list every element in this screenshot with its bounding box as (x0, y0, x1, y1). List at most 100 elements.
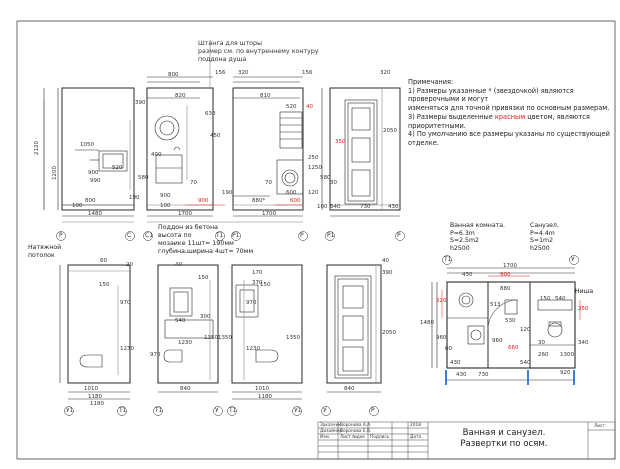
dim-value: 260 (538, 352, 549, 358)
axis-label: C1 (145, 232, 154, 239)
dim-value: 390 (382, 270, 393, 276)
dim-value: 60 (445, 346, 452, 352)
stretch-ceiling-label: Натяжной потолок (28, 244, 61, 259)
tb-role: Дизайнер (320, 429, 343, 434)
dim-value: 1480 (420, 320, 434, 326)
dim-value: 1350 (286, 335, 300, 341)
dim-value: 580 (138, 175, 149, 181)
dim-value: 430 (462, 272, 473, 278)
notes-line: приоритетными. (408, 121, 466, 130)
dim-value: 150 (260, 282, 271, 288)
dim-value-red: 350 (335, 139, 346, 145)
dim-value: 60 (100, 258, 107, 264)
note-line: Штанга для шторы (198, 40, 262, 47)
dim-value: 2120 (34, 141, 40, 155)
dim-value: 100 (160, 203, 171, 209)
dim-value: 810 (260, 93, 271, 99)
dim-value: 1180 (258, 394, 272, 400)
dim-value: 990 (90, 178, 101, 184)
dim-value: 190 (129, 195, 140, 201)
tb-year: 2018 (410, 423, 421, 428)
elevation-bottom-3 (231, 264, 303, 400)
dim-value: 540 (520, 360, 531, 366)
notes-red-word: красным (494, 112, 526, 121)
dim-value: 20 (126, 262, 133, 268)
title-line: Ванная и санузел. (462, 428, 546, 438)
dim-value: 520 (112, 165, 123, 171)
elevation-bottom-4-door (326, 264, 382, 393)
label-line: потолок (28, 251, 55, 259)
dim-value: 970 (150, 352, 161, 358)
axis-label: У (215, 407, 219, 414)
dim-value: 880 (500, 286, 511, 292)
dim-value: 540 (555, 296, 566, 302)
elevation-bottom-2 (157, 264, 219, 393)
dim-value: 1480 (88, 211, 102, 217)
dim-value: 1010 (84, 386, 98, 392)
notes-line-part: цветом, являются (525, 112, 590, 121)
dim-value: 970 (246, 300, 257, 306)
axis-label: T1 (119, 407, 127, 414)
axis-markers (56, 231, 579, 416)
axis-label: T1 (229, 407, 237, 414)
dim-value-red: 600 (290, 198, 301, 204)
tb-date: Дата (410, 435, 422, 440)
dim-value: 1230 (120, 346, 134, 352)
dim-value: 1180 (88, 394, 102, 400)
elevation-top-3 (232, 76, 304, 217)
dim-value: 970 (120, 300, 131, 306)
dim-value: 40 (382, 258, 389, 264)
notes-heading: Примечания: (408, 78, 454, 86)
note-line: Поддон из бетона (158, 224, 218, 231)
axis-label: У1 (294, 407, 302, 414)
drawing-title: Ванная и санузел. Развертки по осям. (430, 428, 578, 449)
dim-value: 340 (578, 340, 589, 346)
dim-value: 730 (360, 204, 371, 210)
notes-block: Примечания: 1) Размеры указанные * (звез… (408, 78, 613, 148)
room-height: h2500 (530, 244, 550, 252)
dim-value: 540 (330, 204, 341, 210)
dim-value: 800 (168, 72, 179, 78)
dim-value: 430 (450, 360, 461, 366)
elevation-bottom-1 (59, 264, 131, 400)
axis-label: P (397, 232, 401, 239)
tb-signature: Подпись (370, 435, 390, 440)
dim-value: 520 (286, 104, 297, 110)
axis-label: P1 (232, 232, 240, 239)
dim-value: 150 (540, 296, 551, 302)
axis-label: P (300, 232, 304, 239)
dim-value: 1350 (204, 335, 218, 341)
tb-name: Воронова Е.В. (340, 429, 372, 434)
axis-label: У (571, 256, 575, 263)
axis-label: У1 (66, 407, 74, 414)
dim-value: 1700 (262, 211, 276, 217)
dim-value: 513 (490, 302, 501, 308)
dim-value: 430 (388, 204, 399, 210)
dim-value: 70 (190, 180, 197, 186)
dim-value: 320 (380, 70, 391, 76)
dim-value: 320 (238, 70, 249, 76)
note-line: поддона душа (198, 56, 247, 64)
dim-value: 730 (478, 372, 489, 378)
axis-label: P (371, 407, 375, 414)
bathroom-info: Ванная комната. P=6.3m S=2.5m2 h2500 (450, 222, 505, 252)
title-block (317, 421, 616, 460)
dim-value: 580 (320, 175, 331, 181)
dim-value: 156 (302, 70, 313, 76)
dim-value: 390 (135, 100, 146, 106)
dim-value: 150 (99, 282, 110, 288)
room-title: Ванная комната. (450, 222, 505, 229)
dim-value: 630 (205, 111, 216, 117)
dim-value: 170 (252, 270, 263, 276)
axis-label: C (127, 232, 132, 239)
dim-value: 880* (252, 198, 266, 204)
dim-value: 820 (175, 93, 186, 99)
dim-value: 120 (520, 327, 531, 333)
elevation-top-4-door (321, 87, 401, 217)
dim-value: 800 (85, 198, 96, 204)
axis-label: P1 (327, 232, 335, 239)
label-line: Натяжной (28, 244, 62, 251)
notes-line: изменяться для точной привязки по основн… (408, 104, 610, 113)
